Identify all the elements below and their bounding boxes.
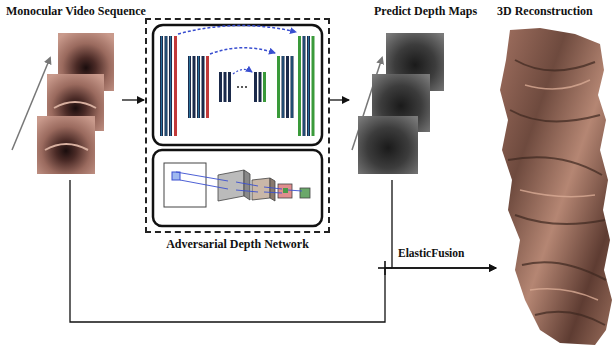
- heading: 3D Reconstruction: [497, 4, 614, 18]
- edge-label: ElasticFusion: [396, 247, 466, 260]
- connector: [70, 180, 496, 322]
- connector: [122, 99, 144, 100]
- network-box: Adversarial Depth Network: [145, 18, 330, 233]
- heading: Adversarial Depth Network: [147, 237, 328, 251]
- connector: [330, 99, 349, 100]
- heading: Monocular Video Sequence: [6, 4, 122, 18]
- depth-stack: Predict Depth Maps: [350, 4, 486, 180]
- heading: Predict Depth Maps: [350, 4, 486, 18]
- reconstruction: 3D Reconstruction: [497, 4, 614, 347]
- frame-stack: Monocular Video Sequence: [6, 4, 122, 180]
- connector: [392, 180, 496, 268]
